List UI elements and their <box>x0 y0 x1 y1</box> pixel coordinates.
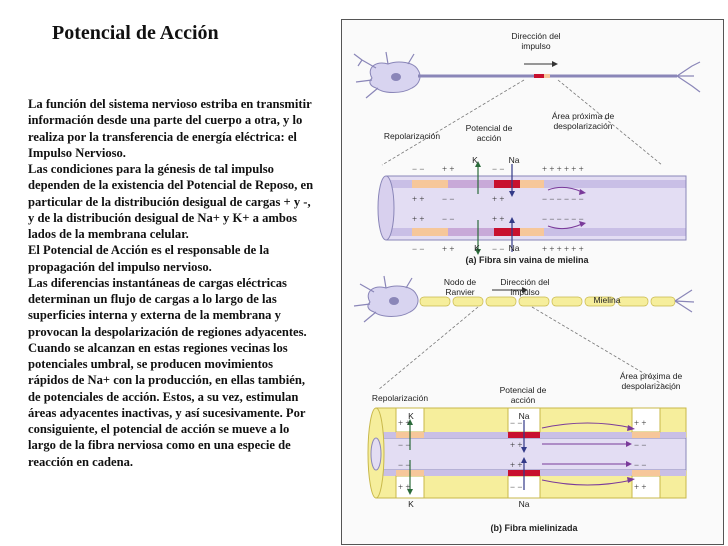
svg-text:+ +: + + <box>398 418 410 428</box>
paragraph: El Potencial de Acción es el responsable… <box>28 243 270 274</box>
label-k: K <box>474 243 480 253</box>
label-na: Na <box>518 499 530 509</box>
axon-terminal <box>676 61 701 93</box>
label-k: K <box>408 411 414 421</box>
svg-text:+ + + + + +: + + + + + + <box>542 164 584 174</box>
label-repolarization: Repolarización <box>371 393 429 403</box>
svg-text:− −: − − <box>492 164 504 174</box>
svg-text:− −: − − <box>398 440 410 450</box>
paragraph: Las diferencias instantáneas de cargas e… <box>28 275 307 469</box>
svg-text:+ +: + + <box>510 440 522 450</box>
svg-text:− −: − − <box>398 460 410 470</box>
label-node-ranvier: Nodo de Ranvier <box>443 277 477 297</box>
svg-text:− −: − − <box>442 214 454 224</box>
svg-text:− −: − − <box>492 244 504 254</box>
dendrites <box>353 51 415 99</box>
svg-text:− −: − − <box>634 460 646 470</box>
myelinated-fiber-detail: + + − − − − + + − − + + + + − − + + − − … <box>367 407 687 499</box>
body-text: La función del sistema nervioso estriba … <box>28 96 316 470</box>
label-action-potential: Potencial de acción <box>465 123 513 143</box>
svg-text:− −: − − <box>634 440 646 450</box>
svg-text:+ +: + + <box>634 418 646 428</box>
myelin-sheath <box>419 296 676 307</box>
label-myelin: Mielina <box>593 295 621 305</box>
svg-text:− −: − − <box>412 164 424 174</box>
svg-text:− −: − − <box>510 482 522 492</box>
svg-text:− − − − − −: − − − − − − <box>542 194 584 204</box>
label-action-potential: Potencial de acción <box>499 385 547 405</box>
svg-text:− −: − − <box>442 194 454 204</box>
caption-a: (a) Fibra sin vaina de mielina <box>465 255 589 265</box>
label-na: Na <box>508 155 520 165</box>
svg-text:− −: − − <box>412 244 424 254</box>
label-k: K <box>472 155 478 165</box>
svg-text:+ +: + + <box>442 244 454 254</box>
svg-text:+ +: + + <box>412 214 424 224</box>
paragraph: La función del sistema nervioso estriba … <box>28 97 312 160</box>
unmyelinated-fiber-detail: − − + + − − + + + + + + + + − − + + − − … <box>377 161 687 255</box>
svg-text:+ + + + + +: + + + + + + <box>542 244 584 254</box>
svg-text:− − − − − −: − − − − − − <box>542 214 584 224</box>
label-na: Na <box>518 411 530 421</box>
label-k: K <box>408 499 414 509</box>
label-repolarization: Repolarización <box>383 131 441 141</box>
action-potential-figure: − − + + − − + + + + + + + + − − + + − − … <box>341 19 724 545</box>
label-depolarization-area: Área próxima de despolarización <box>551 111 615 131</box>
caption-b: (b) Fibra mielinizada <box>490 523 578 533</box>
svg-text:+ +: + + <box>634 482 646 492</box>
paragraph: Las condiciones para la génesis de tal i… <box>28 162 314 241</box>
svg-text:− −: − − <box>510 418 522 428</box>
svg-text:+ +: + + <box>412 194 424 204</box>
svg-text:+ +: + + <box>398 482 410 492</box>
label-depolarization-area: Área próxima de despolarización <box>619 371 683 391</box>
svg-text:+ +: + + <box>492 214 504 224</box>
svg-text:+ +: + + <box>442 164 454 174</box>
svg-text:+ +: + + <box>510 460 522 470</box>
svg-text:+ +: + + <box>492 194 504 204</box>
label-direction-impulse: Dirección del impulso <box>511 31 561 51</box>
neuron-nucleus <box>391 73 401 81</box>
page-title: Potencial de Acción <box>52 22 219 44</box>
label-direction-impulse: Dirección del impulso <box>500 277 550 297</box>
impulse-marker <box>534 74 544 78</box>
figure-illustration: − − + + − − + + + + + + + + − − + + − − … <box>353 51 701 499</box>
label-na: Na <box>508 243 520 253</box>
